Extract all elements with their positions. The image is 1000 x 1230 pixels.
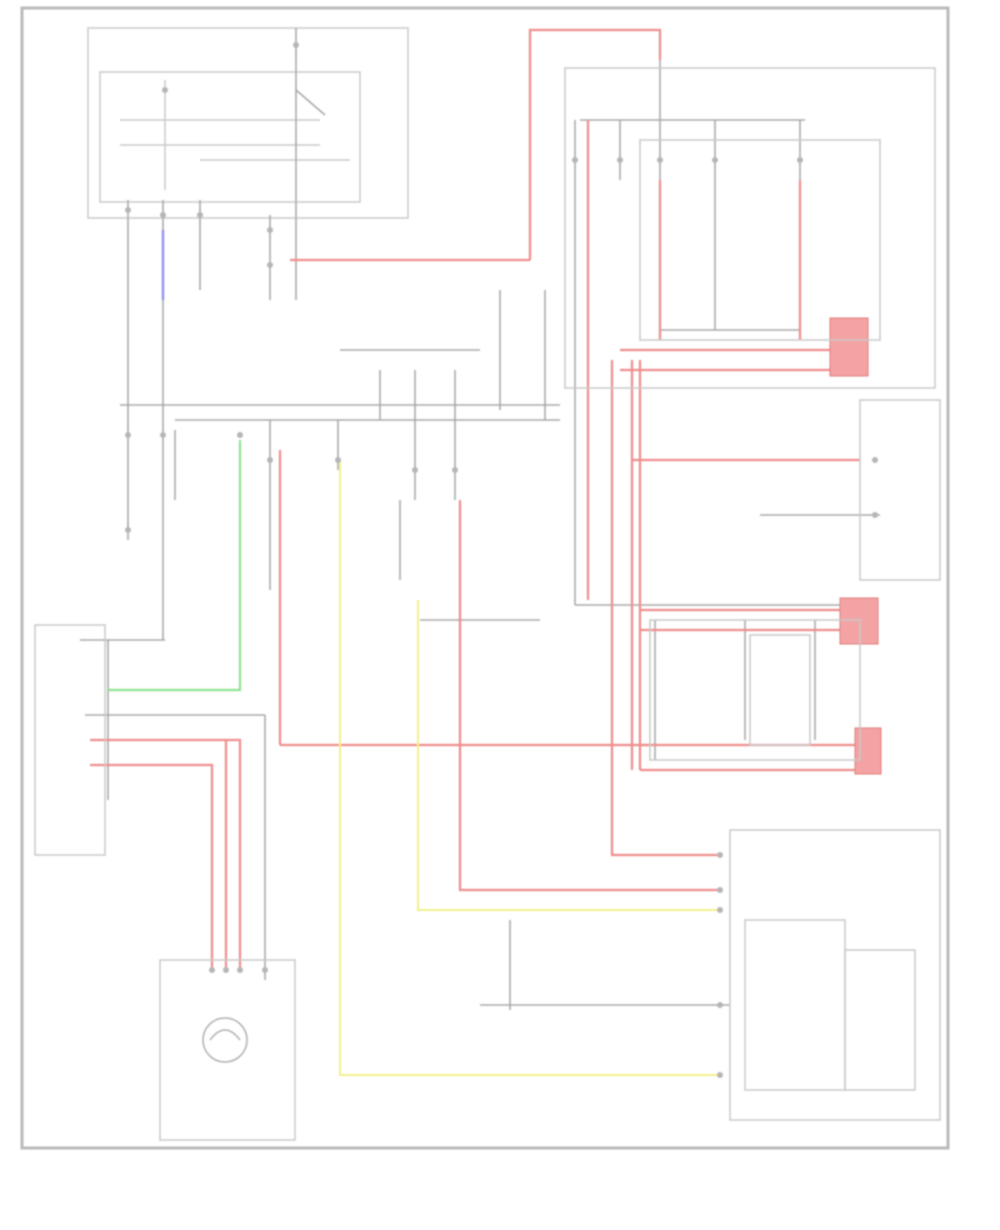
- diagram-frame: [20, 6, 950, 1150]
- motor-symbol: [202, 1017, 248, 1063]
- green-wiring: [108, 440, 242, 692]
- ground-wiring: [80, 28, 880, 1010]
- yellow-wiring: [339, 460, 720, 1076]
- terminal-dots: [125, 42, 878, 1078]
- component-boxes: [34, 67, 941, 1141]
- connector-blocks: [829, 317, 882, 775]
- fuse-relay-block: [87, 27, 409, 219]
- power-wiring: [90, 28, 870, 970]
